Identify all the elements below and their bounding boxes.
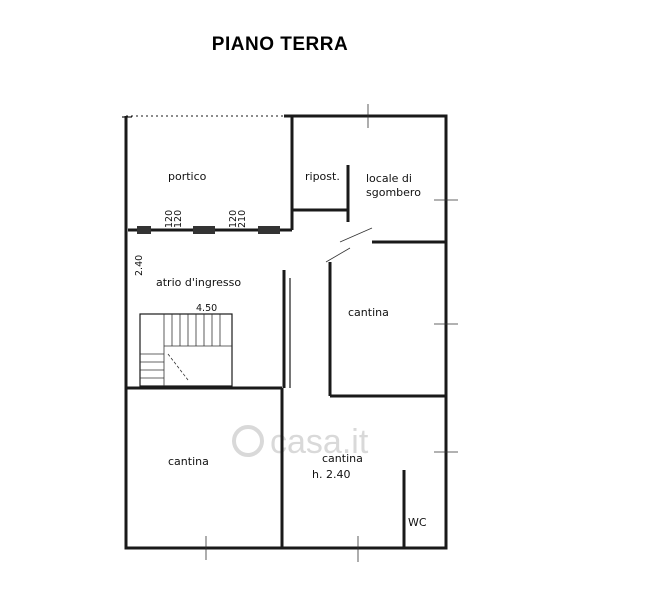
room-label-ripost: ripost. [305,170,340,183]
room-label-portico: portico [168,170,207,183]
dim-120-b: 120 [173,210,184,228]
interior-walls [126,116,446,548]
portico-front [128,226,292,234]
room-label-sgombero: sgombero [366,186,421,199]
dim-240: 2.40 [134,255,145,276]
plan-title: PIANO TERRA [211,34,349,55]
room-label-atrio: atrio d'ingresso [156,276,241,289]
room-label-wc: WC [408,516,427,529]
room-label-cantina-left: cantina [168,455,209,468]
windows [125,104,458,562]
room-label-locale: locale di [366,172,412,185]
room-label-cantina-mid: cantina [322,452,363,465]
staircase [139,313,233,387]
room-label-cantina-right: cantina [348,306,389,319]
watermark: casa.it [232,423,369,461]
dim-450: 4.50 [196,303,217,314]
dim-120-c: 120 [228,210,239,228]
outer-walls [122,114,448,550]
room-label-cantina-height: h. 2.40 [312,468,350,481]
dim-120-a: 120 [164,210,175,228]
dim-210: 210 [237,210,248,228]
watermark-text: casa.it [270,423,369,461]
